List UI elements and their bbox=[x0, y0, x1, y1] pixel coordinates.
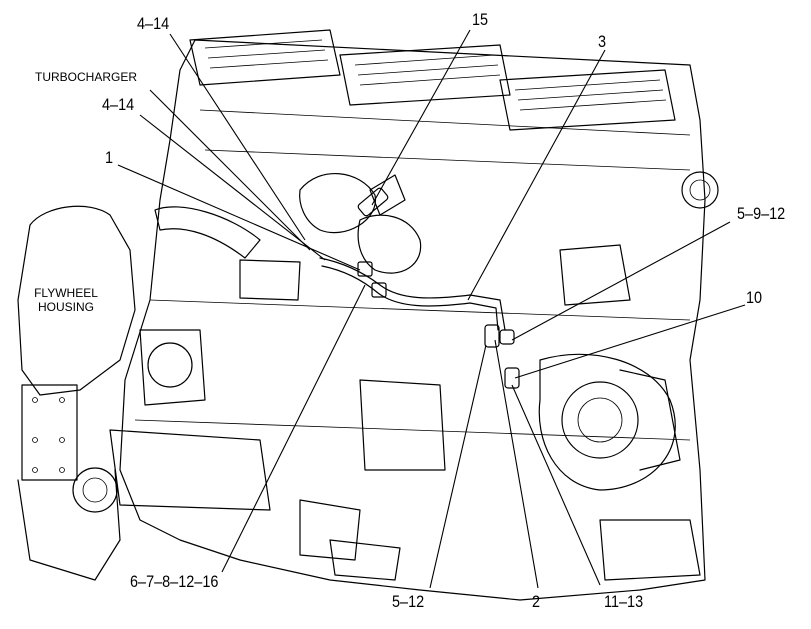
label-flywheel-housing: FLYWHEEL HOUSING bbox=[30, 286, 102, 314]
callout-2: 2 bbox=[532, 592, 541, 611]
callout-10: 10 bbox=[746, 288, 763, 307]
callout-1: 1 bbox=[105, 148, 114, 167]
leader-lines bbox=[117, 29, 746, 589]
callout-15: 15 bbox=[472, 10, 489, 29]
engine-outline bbox=[17, 29, 719, 601]
callout-11-13: 11–13 bbox=[604, 592, 644, 611]
callout-4-14-top: 4–14 bbox=[137, 14, 170, 33]
callout-5-9-12: 5–9–12 bbox=[737, 204, 786, 223]
label-flywheel-line1: FLYWHEEL bbox=[34, 286, 98, 300]
callout-4-14-mid: 4–14 bbox=[102, 95, 135, 114]
callout-3: 3 bbox=[598, 32, 607, 51]
callout-5-12: 5–12 bbox=[392, 592, 425, 611]
label-flywheel-line2: HOUSING bbox=[37, 300, 94, 314]
callout-6-7-8-12-16: 6–7–8–12–16 bbox=[130, 572, 219, 591]
label-turbocharger: TURBOCHARGER bbox=[35, 70, 138, 84]
